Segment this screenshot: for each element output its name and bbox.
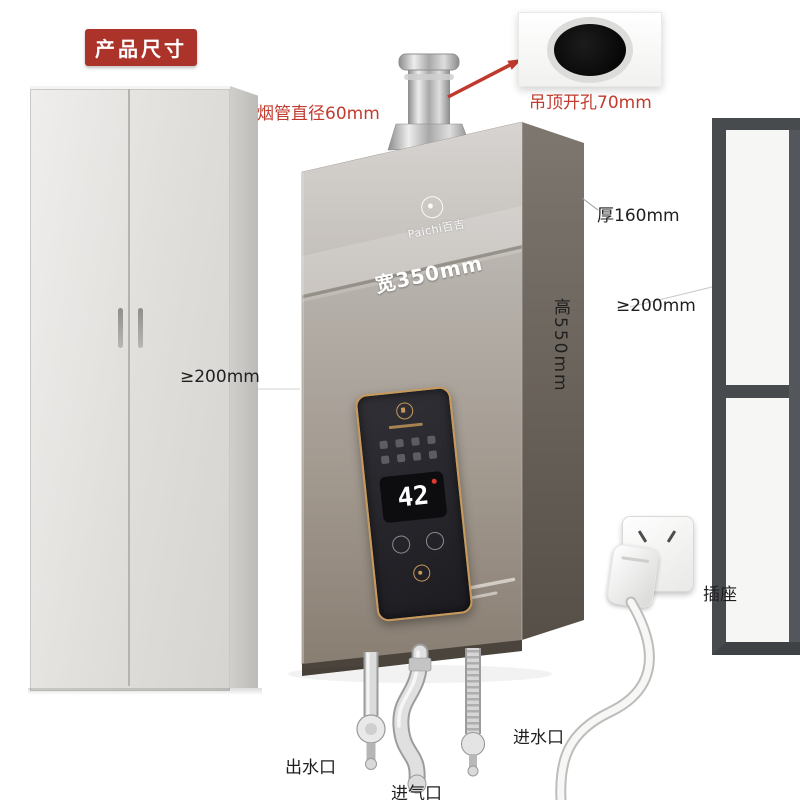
cabinet — [30, 86, 230, 691]
ceiling-hole-label: 吊顶开孔70mm — [529, 93, 652, 113]
socket-slot-left — [637, 530, 648, 543]
cabinet-door-seam — [128, 89, 130, 686]
ceiling-hole-photo — [518, 12, 662, 87]
product-size-badge: 产品尺寸 — [85, 29, 197, 66]
power-plug — [606, 543, 660, 609]
clearance-left-label: ≥200mm — [180, 367, 260, 387]
cabinet-side-panel — [230, 86, 258, 688]
socket-slot-right — [666, 530, 677, 543]
gas-inlet-pipe — [392, 643, 432, 794]
window-right-frame — [789, 130, 800, 642]
panel-button-right — [425, 531, 445, 551]
brand-logo: Paichi百吉 — [391, 189, 477, 245]
window — [712, 118, 800, 655]
power-cord — [555, 596, 655, 800]
panel-icon — [396, 453, 406, 463]
depth-dimension-label: 厚160mm — [597, 206, 680, 226]
panel-title-bar — [388, 422, 423, 430]
socket-label: 插座 — [703, 585, 737, 605]
gas-inlet-label: 进气口 — [391, 784, 442, 800]
temperature-display: 42 — [379, 470, 448, 524]
red-arrow — [447, 59, 522, 99]
panel-icon — [380, 455, 390, 465]
panel-icon — [426, 435, 436, 445]
cabinet-shadow — [28, 688, 262, 695]
cabinet-handle-right — [138, 308, 143, 348]
panel-icon — [395, 438, 404, 448]
flue-pipe — [387, 53, 471, 151]
water-inlet-label: 进水口 — [513, 728, 564, 748]
height-dimension-label: 高550mm — [550, 298, 570, 393]
width-dimension-label: 宽350mm — [373, 250, 486, 298]
panel-logo-icon — [394, 401, 414, 421]
brand-emblem-icon — [419, 194, 446, 221]
panel-buttons — [391, 531, 445, 555]
cabinet-handle-left — [118, 308, 123, 348]
status-indicator-dot — [431, 478, 437, 485]
temperature-value: 42 — [396, 480, 431, 514]
water-outlet-label: 出水口 — [285, 758, 336, 778]
window-mullion — [726, 385, 800, 398]
heater-underside — [302, 640, 522, 676]
panel-icon — [411, 437, 420, 446]
flue-diameter-label: 烟管直径60mm — [257, 104, 380, 124]
water-outlet-pipe — [356, 652, 386, 770]
clearance-right-label: ≥200mm — [616, 296, 696, 316]
panel-icon — [428, 450, 438, 460]
control-panel: 42 — [354, 385, 474, 623]
depth-leader-line — [581, 197, 599, 211]
panel-icon-grid — [379, 435, 438, 465]
panel-icon — [379, 440, 389, 450]
brand-name: Paichi百吉 — [406, 217, 467, 242]
panel-icon — [412, 452, 422, 461]
water-inlet-pipe — [460, 648, 486, 777]
ceiling-hole-circle — [547, 16, 633, 83]
panel-button-left — [391, 534, 412, 555]
power-button-icon — [411, 563, 431, 583]
